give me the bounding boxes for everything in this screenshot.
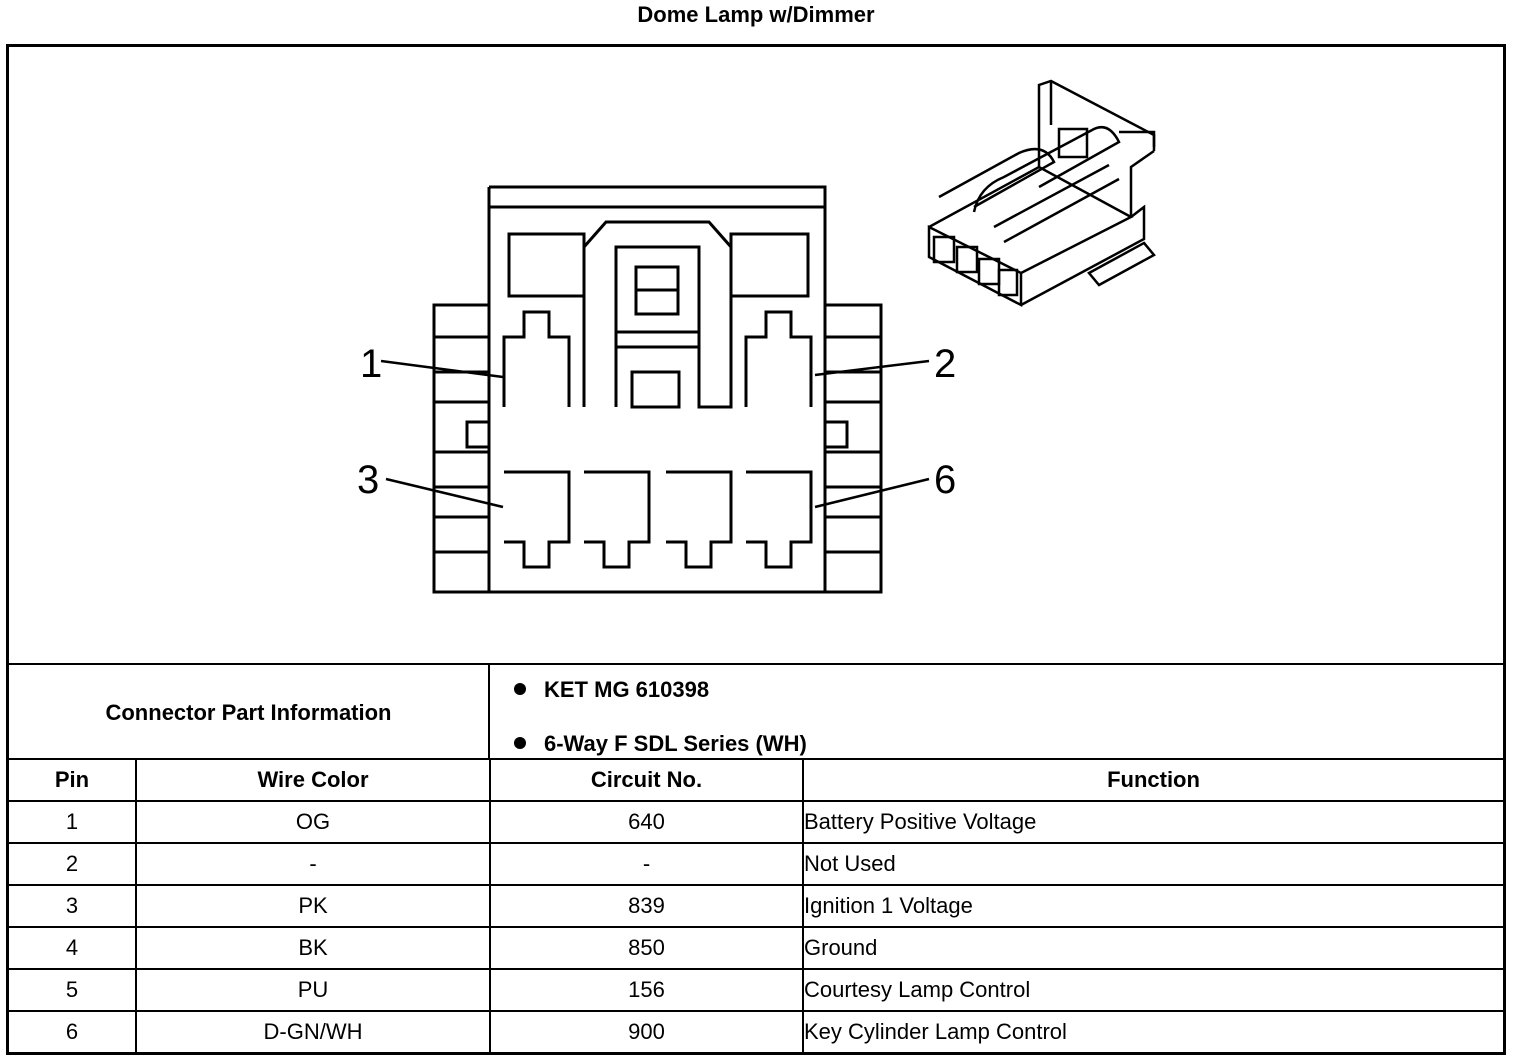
cell-pin: 5 [9,968,137,1012]
connector-isometric-illustration [927,79,1156,308]
bullet-icon [514,737,526,750]
cell-wire-color: - [135,842,491,886]
connector-info-list: KET MG 610398 6-Way F SDL Series (WH) [490,665,1503,760]
header-function: Function [802,760,1503,802]
connector-part-information: Connector Part Information KET MG 610398… [9,663,1503,760]
cell-circuit: 900 [489,1010,804,1052]
connector-info-text: KET MG 610398 [544,677,710,702]
pin-callout-3: 3 [357,458,379,502]
pin-callout-1: 1 [360,342,382,386]
connector-info-label: Connector Part Information [9,665,490,760]
cell-pin: 4 [9,926,137,970]
pinout-table: Pin Wire Color Circuit No. Function 1 OG… [9,760,1503,1052]
cell-wire-color: BK [135,926,491,970]
table-row: 5 PU 156 Courtesy Lamp Control [9,968,1503,1012]
connector-face-view: 1 2 3 6 [357,79,1156,594]
cell-function: Ground [802,926,1503,970]
table-header-row: Pin Wire Color Circuit No. Function [9,760,1503,802]
cell-pin: 1 [9,800,137,844]
connector-info-item: 6-Way F SDL Series (WH) [514,731,807,757]
page-title: Dome Lamp w/Dimmer [637,2,875,27]
header-pin: Pin [9,760,137,802]
table-row: 6 D-GN/WH 900 Key Cylinder Lamp Control [9,1010,1503,1052]
pin-callout-6: 6 [934,458,956,502]
cell-pin: 6 [9,1010,137,1052]
table-row: 2 - - Not Used [9,842,1503,886]
cell-pin: 2 [9,842,137,886]
connector-diagram: 1 2 3 6 [9,47,1503,663]
cell-function: Ignition 1 Voltage [802,884,1503,928]
table-row: 3 PK 839 Ignition 1 Voltage [9,884,1503,928]
connector-info-item: KET MG 610398 [514,677,709,703]
cell-circuit: 156 [489,968,804,1012]
pin-callout-2: 2 [934,342,956,386]
table-row: 4 BK 850 Ground [9,926,1503,970]
cell-function: Battery Positive Voltage [802,800,1503,844]
cell-function: Key Cylinder Lamp Control [802,1010,1503,1052]
connector-sheet: 1 2 3 6 [6,44,1506,1055]
pin-leader-lines [380,359,930,509]
cell-wire-color: PU [135,968,491,1012]
cell-function: Not Used [802,842,1503,886]
cell-circuit: 640 [489,800,804,844]
bullet-icon [514,683,526,696]
connector-info-text: 6-Way F SDL Series (WH) [544,731,807,756]
cell-wire-color: OG [135,800,491,844]
cell-circuit: - [489,842,804,886]
cell-circuit: 850 [489,926,804,970]
cell-wire-color: D-GN/WH [135,1010,491,1052]
connector-face [432,185,883,594]
table-row: 1 OG 640 Battery Positive Voltage [9,800,1503,844]
header-circuit: Circuit No. [489,760,804,802]
cell-pin: 3 [9,884,137,928]
header-wire-color: Wire Color [135,760,491,802]
cell-wire-color: PK [135,884,491,928]
cell-circuit: 839 [489,884,804,928]
cell-function: Courtesy Lamp Control [802,968,1503,1012]
